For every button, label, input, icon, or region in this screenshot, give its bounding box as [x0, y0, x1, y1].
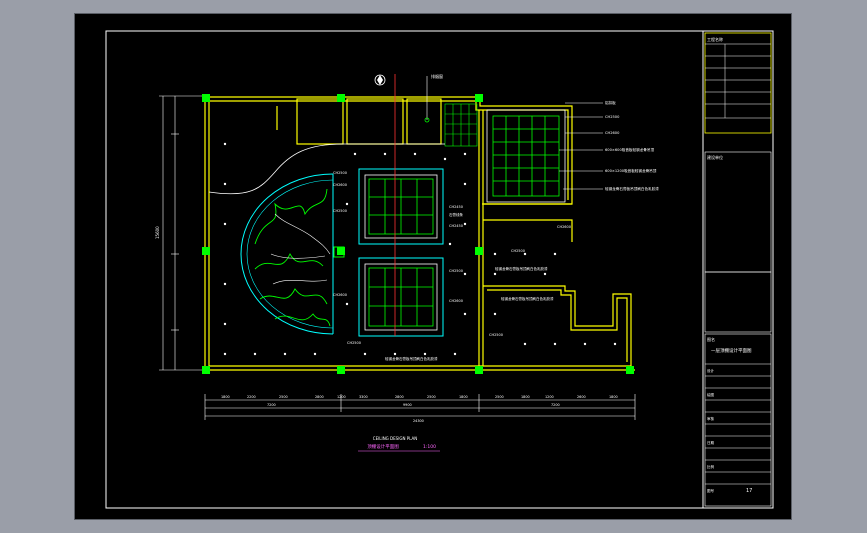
drawing-title-cn: 顶棚设计平面图 [367, 443, 399, 450]
note: CH2600 [605, 131, 620, 135]
columns [202, 94, 634, 374]
note: CH2600 [333, 293, 347, 297]
drawing-scale: 1:100 [423, 444, 436, 450]
right-mid-note: 轻钢龙骨石膏板吊顶刷白色乳胶漆 [501, 296, 554, 301]
dim-total: 24300 [413, 419, 424, 423]
tb-owner-label: 建设单位 [707, 154, 723, 160]
dim-seg: 1800 [221, 395, 230, 399]
drawing-canvas[interactable]: 工程名称 建设单位 图名 一层顶棚设计平面图 设计 绘图 审核 日期 比例 图号… [74, 13, 792, 520]
note: 铝扣板 [605, 100, 616, 105]
tb-draw-label: 绘图 [707, 392, 715, 397]
mid-note: 轻钢龙骨石膏板吊顶刷白色乳胶漆 [495, 266, 548, 271]
dim-seg: 2500 [495, 395, 504, 399]
stair-grid [444, 103, 478, 147]
tb-drawing-label: 图名 [707, 336, 715, 342]
north-symbol [374, 74, 386, 86]
tb-drawing-name: 一层顶棚设计平面图 [711, 347, 752, 354]
dim-seg: 2500 [427, 395, 436, 399]
note: 轻钢龙骨石膏板吊顶刷白色乳胶漆 [605, 186, 659, 191]
note: CH2500 [333, 171, 347, 175]
note: 石膏线条 [449, 212, 463, 217]
dim-subtotal: 7200 [267, 403, 276, 407]
title-block: 工程名称 建设单位 图名 一层顶棚设计平面图 设计 绘图 审核 日期 比例 图号… [702, 30, 774, 509]
drawing-title-en: CEILING DESIGN PLAN [373, 436, 417, 441]
note: CH2600 [333, 183, 347, 187]
right-annotations: 铝扣板 CH2500 CH2600 600×600吸音板轻钢龙骨吊顶 600×1… [605, 100, 659, 191]
curved-wall [208, 143, 445, 195]
bottom-note: 轻钢龙骨石膏板吊顶刷白色乳胶漆 [385, 356, 438, 361]
dim-seg: 1200 [545, 395, 554, 399]
circular-ceiling-feature [240, 173, 345, 335]
note: 600×600吸音板轻钢龙骨吊顶 [605, 147, 654, 152]
dim-seg: 1800 [521, 395, 530, 399]
tb-project-label: 工程名称 [707, 36, 723, 42]
note: CH2600 [557, 225, 571, 229]
tb-sheet-no: 17 [746, 488, 752, 494]
note: CH2500 [333, 209, 347, 213]
walls [204, 96, 635, 371]
tb-scale-label: 比例 [707, 464, 715, 469]
dim-seg: 2800 [315, 395, 324, 399]
dim-vertical: 15600 [155, 226, 160, 239]
dim-subtotal: 7200 [551, 403, 560, 407]
leader-lines [559, 102, 603, 190]
dim-seg: 2500 [279, 395, 288, 399]
note: 600×1200吸音板轻钢龙骨吊顶 [605, 168, 657, 173]
dim-seg: 2800 [395, 395, 404, 399]
tb-sheet-label: 图号 [707, 488, 715, 493]
tb-design-label: 设计 [707, 368, 715, 373]
dim-seg: 1800 [609, 395, 618, 399]
tb-date-label: 日期 [707, 440, 715, 445]
tb-check-label: 审核 [707, 416, 715, 421]
height-notes: CH2500 CH2500 CH2600 [489, 225, 571, 337]
dimension-segments: 1800 2200 2500 2800 1200 3300 2800 2500 … [221, 395, 618, 423]
dim-seg: 1200 [337, 395, 346, 399]
downlights [223, 142, 617, 356]
note: CH2500 [511, 249, 525, 253]
ceiling-plan-drawing: 工程名称 建设单位 图名 一层顶棚设计平面图 设计 绘图 审核 日期 比例 图号… [105, 30, 774, 509]
note: CH2500 [449, 269, 463, 273]
center-panel-top [358, 168, 444, 245]
center-panel-bottom [358, 257, 444, 337]
note: CH2600 [449, 299, 463, 303]
dim-seg: 1800 [459, 395, 468, 399]
note: CH2500 [347, 341, 361, 345]
dim-subtotal: 9900 [403, 403, 412, 407]
note: CH2450 [449, 205, 463, 209]
dim-seg: 2200 [247, 395, 256, 399]
note: CH2500 [489, 333, 503, 337]
left-annotations: CH2500 CH2600 CH2500 CH2600 CH2500 [333, 171, 361, 345]
center-annotations: CH2450 石膏线条 CH2450 CH2500 CH2600 [449, 205, 463, 303]
dimension-lines [204, 394, 636, 420]
north-label: 排烟窗 [431, 73, 443, 79]
dim-seg: 3300 [359, 395, 368, 399]
note: CH2500 [605, 115, 620, 119]
vertical-dimension [159, 95, 203, 371]
note: CH2450 [449, 224, 463, 228]
drawing-title: 顶棚设计平面图 1:100 [358, 443, 440, 452]
right-grid-ceiling [486, 109, 566, 203]
frame-border [105, 30, 774, 509]
dim-seg: 2600 [577, 395, 586, 399]
